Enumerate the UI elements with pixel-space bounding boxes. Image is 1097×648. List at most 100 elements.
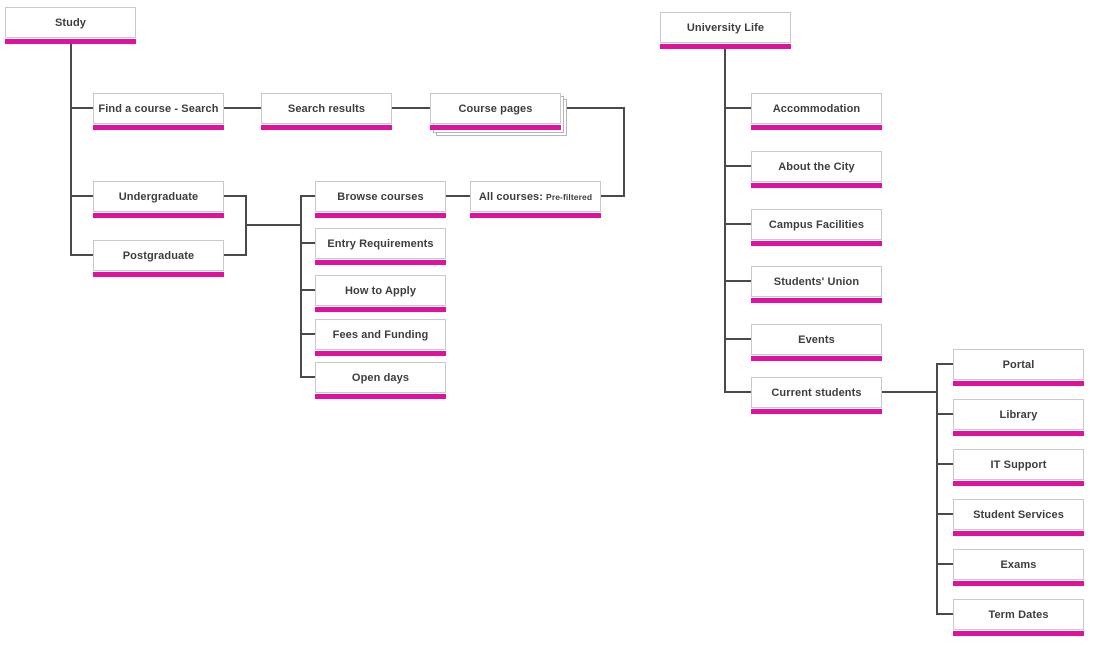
connector-unilife-trunk bbox=[724, 49, 726, 393]
connector-allcourses-up-vertical bbox=[623, 107, 625, 197]
connector-stub-fees bbox=[300, 333, 315, 335]
connector-undergrad-right bbox=[224, 195, 247, 197]
connector-stub-apply bbox=[300, 289, 315, 291]
node-exams[interactable]: Exams bbox=[953, 549, 1084, 586]
node-all-courses[interactable]: All courses: Pre-filtered bbox=[470, 181, 601, 218]
accent-bar bbox=[953, 631, 1084, 636]
accent-bar bbox=[953, 481, 1084, 486]
node-search-results[interactable]: Search results bbox=[261, 93, 392, 130]
all-courses-main-text: All courses: bbox=[478, 190, 544, 203]
connector-stub-postgraduate bbox=[70, 254, 93, 256]
node-course-pages[interactable]: Course pages bbox=[430, 93, 567, 136]
node-campus-facilities-label: Campus Facilities bbox=[751, 209, 882, 240]
node-study[interactable]: Study bbox=[5, 7, 136, 44]
node-postgraduate[interactable]: Postgraduate bbox=[93, 240, 224, 277]
node-postgraduate-label: Postgraduate bbox=[93, 240, 224, 271]
node-all-courses-label: All courses: Pre-filtered bbox=[470, 181, 601, 212]
connector-stub-union bbox=[724, 280, 751, 282]
accent-bar bbox=[261, 125, 392, 130]
node-undergraduate-label: Undergraduate bbox=[93, 181, 224, 212]
node-entry-requirements-label: Entry Requirements bbox=[315, 228, 446, 259]
connector-stub-find-course bbox=[70, 107, 93, 109]
node-exams-label: Exams bbox=[953, 549, 1084, 580]
accent-bar bbox=[430, 125, 561, 130]
node-student-services-label: Student Services bbox=[953, 499, 1084, 530]
accent-bar bbox=[470, 213, 601, 218]
node-entry-requirements[interactable]: Entry Requirements bbox=[315, 228, 446, 265]
accent-bar bbox=[751, 298, 882, 303]
accent-bar bbox=[953, 381, 1084, 386]
connector-stub-exams bbox=[936, 563, 953, 565]
node-students-union[interactable]: Students' Union bbox=[751, 266, 882, 303]
node-how-to-apply-label: How to Apply bbox=[315, 275, 446, 306]
node-search-results-label: Search results bbox=[261, 93, 392, 124]
node-study-label: Study bbox=[5, 7, 136, 38]
connector-stub-portal bbox=[936, 363, 953, 365]
connector-stub-library bbox=[936, 413, 953, 415]
connector-stub-current-students bbox=[724, 391, 751, 393]
accent-bar bbox=[953, 431, 1084, 436]
accent-bar bbox=[751, 356, 882, 361]
node-accommodation[interactable]: Accommodation bbox=[751, 93, 882, 130]
node-campus-facilities[interactable]: Campus Facilities bbox=[751, 209, 882, 246]
node-find-course[interactable]: Find a course - Search bbox=[93, 93, 224, 130]
node-browse-courses[interactable]: Browse courses bbox=[315, 181, 446, 218]
node-term-dates[interactable]: Term Dates bbox=[953, 599, 1084, 636]
node-it-support-label: IT Support bbox=[953, 449, 1084, 480]
node-portal[interactable]: Portal bbox=[953, 349, 1084, 386]
connector-postgrad-right bbox=[224, 254, 247, 256]
node-term-dates-label: Term Dates bbox=[953, 599, 1084, 630]
connector-students-spine bbox=[936, 363, 938, 615]
connector-study-trunk bbox=[70, 44, 72, 256]
node-events-label: Events bbox=[751, 324, 882, 355]
node-portal-label: Portal bbox=[953, 349, 1084, 380]
node-how-to-apply[interactable]: How to Apply bbox=[315, 275, 446, 312]
accent-bar bbox=[751, 183, 882, 188]
connector-courses-spine bbox=[300, 195, 302, 378]
connector-stub-undergraduate bbox=[70, 195, 93, 197]
node-find-course-label: Find a course - Search bbox=[93, 93, 224, 124]
node-library-label: Library bbox=[953, 399, 1084, 430]
accent-bar bbox=[315, 307, 446, 312]
node-about-the-city-label: About the City bbox=[751, 151, 882, 182]
accent-bar bbox=[751, 125, 882, 130]
accent-bar bbox=[315, 394, 446, 399]
connector-stub-accommodation bbox=[724, 107, 751, 109]
node-browse-courses-label: Browse courses bbox=[315, 181, 446, 212]
node-events[interactable]: Events bbox=[751, 324, 882, 361]
all-courses-note-text: Pre-filtered bbox=[546, 191, 593, 202]
node-library[interactable]: Library bbox=[953, 399, 1084, 436]
node-open-days[interactable]: Open days bbox=[315, 362, 446, 399]
accent-bar bbox=[93, 272, 224, 277]
accent-bar bbox=[315, 351, 446, 356]
connector-results-to-pages bbox=[392, 107, 430, 109]
accent-bar bbox=[953, 531, 1084, 536]
connector-find-to-results bbox=[224, 107, 261, 109]
node-course-pages-label: Course pages bbox=[430, 93, 561, 124]
node-open-days-label: Open days bbox=[315, 362, 446, 393]
node-students-union-label: Students' Union bbox=[751, 266, 882, 297]
node-student-services[interactable]: Student Services bbox=[953, 499, 1084, 536]
accent-bar bbox=[93, 213, 224, 218]
accent-bar bbox=[315, 260, 446, 265]
accent-bar bbox=[953, 581, 1084, 586]
connector-stub-events bbox=[724, 338, 751, 340]
accent-bar bbox=[93, 125, 224, 130]
node-undergraduate[interactable]: Undergraduate bbox=[93, 181, 224, 218]
connector-stub-campus bbox=[724, 223, 751, 225]
node-it-support[interactable]: IT Support bbox=[953, 449, 1084, 486]
connector-stub-entry bbox=[300, 242, 315, 244]
accent-bar bbox=[751, 241, 882, 246]
connector-allcourses-right bbox=[601, 195, 625, 197]
node-fees-and-funding-label: Fees and Funding bbox=[315, 319, 446, 350]
node-current-students[interactable]: Current students bbox=[751, 377, 882, 414]
accent-bar bbox=[751, 409, 882, 414]
connector-pages-to-allcourses bbox=[567, 107, 625, 109]
node-about-the-city[interactable]: About the City bbox=[751, 151, 882, 188]
connector-stub-about-city bbox=[724, 165, 751, 167]
node-university-life[interactable]: University Life bbox=[660, 12, 791, 49]
connector-stub-browse bbox=[300, 195, 315, 197]
accent-bar bbox=[5, 39, 136, 44]
node-fees-and-funding[interactable]: Fees and Funding bbox=[315, 319, 446, 356]
